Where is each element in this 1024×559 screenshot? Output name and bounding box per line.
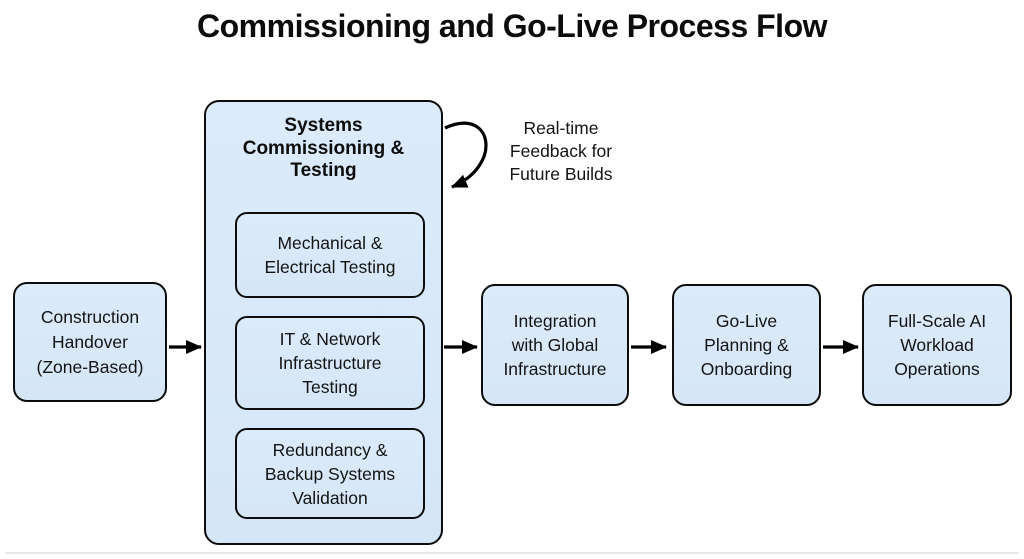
node-label: Go-Live Planning & Onboarding <box>700 311 793 379</box>
node-label: Mechanical & Electrical Testing <box>264 233 396 277</box>
node-label: Redundancy & Backup Systems Validation <box>264 439 396 508</box>
node-redundancy-backup-validation: Redundancy & Backup Systems Validation <box>235 428 425 519</box>
node-label: IT & Network Infrastructure Testing <box>278 329 382 397</box>
bottom-edge-line <box>6 552 1018 554</box>
node-it-network-infrastructure-testing: IT & Network Infrastructure Testing <box>235 316 425 410</box>
node-golive-planning-onboarding: Go-Live Planning & Onboarding <box>672 284 821 406</box>
group-title: Systems Commissioning & Testing <box>242 115 405 181</box>
node-mechanical-electrical-testing: Mechanical & Electrical Testing <box>235 212 425 298</box>
feedback-loop-label: Real-time Feedback for Future Builds <box>509 118 613 184</box>
page-title: Commissioning and Go-Live Process Flow <box>197 8 828 44</box>
node-construction-handover: Construction Handover (Zone-Based) <box>13 282 167 402</box>
node-integration-global-infrastructure: Integration with Global Infrastructure <box>481 284 629 406</box>
node-label: Full-Scale AI Workload Operations <box>887 311 987 379</box>
node-label: Integration with Global Infrastructure <box>503 311 607 379</box>
node-systems-commissioning-testing: Systems Commissioning & Testing Mechanic… <box>204 100 443 545</box>
node-fullscale-ai-workload-operations: Full-Scale AI Workload Operations <box>862 284 1012 406</box>
node-label: Construction Handover (Zone-Based) <box>36 306 144 377</box>
arrow-systems-feedback-loop <box>444 121 488 189</box>
